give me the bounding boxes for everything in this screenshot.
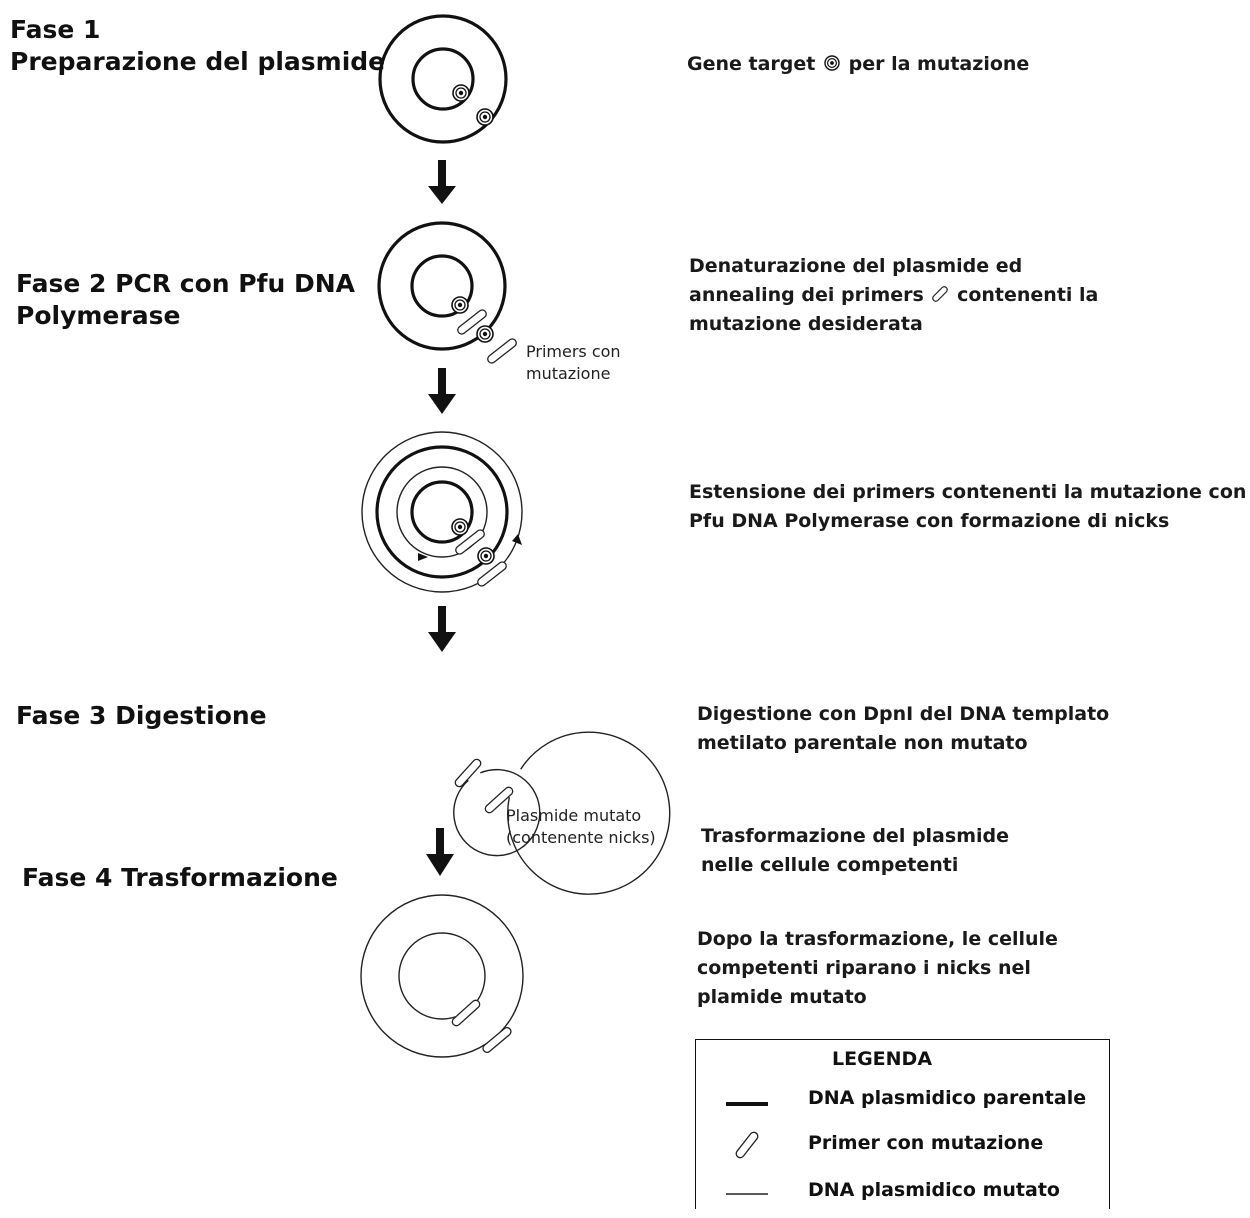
thick-line-icon xyxy=(726,1102,768,1106)
denaturation-line-2-end: contenenti la xyxy=(957,284,1099,306)
gene-target-icon xyxy=(451,296,469,314)
thin-line-icon xyxy=(726,1193,768,1195)
gene-target-text: Gene target xyxy=(687,53,816,75)
primers-annotation: Primers con mutazione xyxy=(526,342,621,383)
denaturation-line-1: Denaturazione del plasmide ed xyxy=(689,255,1023,277)
denaturation-line-2-start: annealing dei primers xyxy=(689,284,924,306)
phase-1-label: Fase 1 Preparazione del plasmide xyxy=(10,15,386,76)
legend: LEGENDA DNA plasmidico parentale Primer … xyxy=(695,1039,1110,1209)
gene-target-description: Gene target per la mutazione xyxy=(687,50,1029,79)
plasmid-stage5 xyxy=(360,894,524,1058)
plasmid-stage4 xyxy=(453,731,671,895)
primer-icon xyxy=(453,757,483,789)
plasmid-stage1 xyxy=(378,14,508,144)
primer-icon xyxy=(735,1131,759,1159)
legend-label: Primer con mutazione xyxy=(808,1132,1044,1154)
legend-item-mutated-dna: DNA plasmidico mutato xyxy=(696,1176,1111,1206)
gene-target-text-end: per la mutazione xyxy=(848,53,1030,75)
down-arrow-1 xyxy=(428,160,456,204)
transformation-description: Trasformazione del plasmide nelle cellul… xyxy=(701,825,1009,876)
gene-target-icon xyxy=(451,518,469,536)
denaturation-line-3: mutazione desiderata xyxy=(689,313,923,335)
down-arrow-2 xyxy=(428,368,456,414)
down-arrow-3 xyxy=(428,606,456,652)
primer-icon xyxy=(485,336,519,366)
phase-4-label: Fase 4 Trasformazione xyxy=(22,863,338,892)
plasmid-stage2 xyxy=(377,221,519,366)
plasmid-stage3 xyxy=(361,431,523,593)
gene-target-icon xyxy=(477,547,495,565)
mutated-plasmid-annotation: Plasmide mutato (contenente nicks) xyxy=(506,806,656,847)
denaturation-line-2: annealing dei primers contenenti la xyxy=(689,281,1098,310)
primer-icon xyxy=(480,1025,514,1055)
gene-target-icon xyxy=(452,84,470,102)
extension-description: Estensione dei primers contenenti la mut… xyxy=(689,481,1247,532)
phase-2-label: Fase 2 PCR con Pfu DNA Polymerase xyxy=(16,269,355,330)
legend-item-primer: Primer con mutazione xyxy=(696,1129,1111,1159)
down-arrow-4 xyxy=(426,828,454,876)
primer-inline-icon xyxy=(932,286,949,302)
gene-target-icon xyxy=(476,108,494,126)
gene-target-icon xyxy=(824,55,840,71)
legend-label: DNA plasmidico parentale xyxy=(808,1087,1087,1109)
legend-title: LEGENDA xyxy=(832,1048,933,1070)
digestion-description: Digestione con DpnI del DNA templato met… xyxy=(697,703,1110,754)
gene-target-icon xyxy=(476,325,494,343)
denaturation-description: Denaturazione del plasmide ed annealing d… xyxy=(689,252,1098,339)
repair-description: Dopo la trasformazione, le cellule compe… xyxy=(697,928,1058,1008)
primer-icon xyxy=(450,998,482,1028)
legend-label: DNA plasmidico mutato xyxy=(808,1179,1060,1201)
phase-3-label: Fase 3 Digestione xyxy=(16,701,267,730)
legend-item-parental-dna: DNA plasmidico parentale xyxy=(696,1084,1111,1114)
